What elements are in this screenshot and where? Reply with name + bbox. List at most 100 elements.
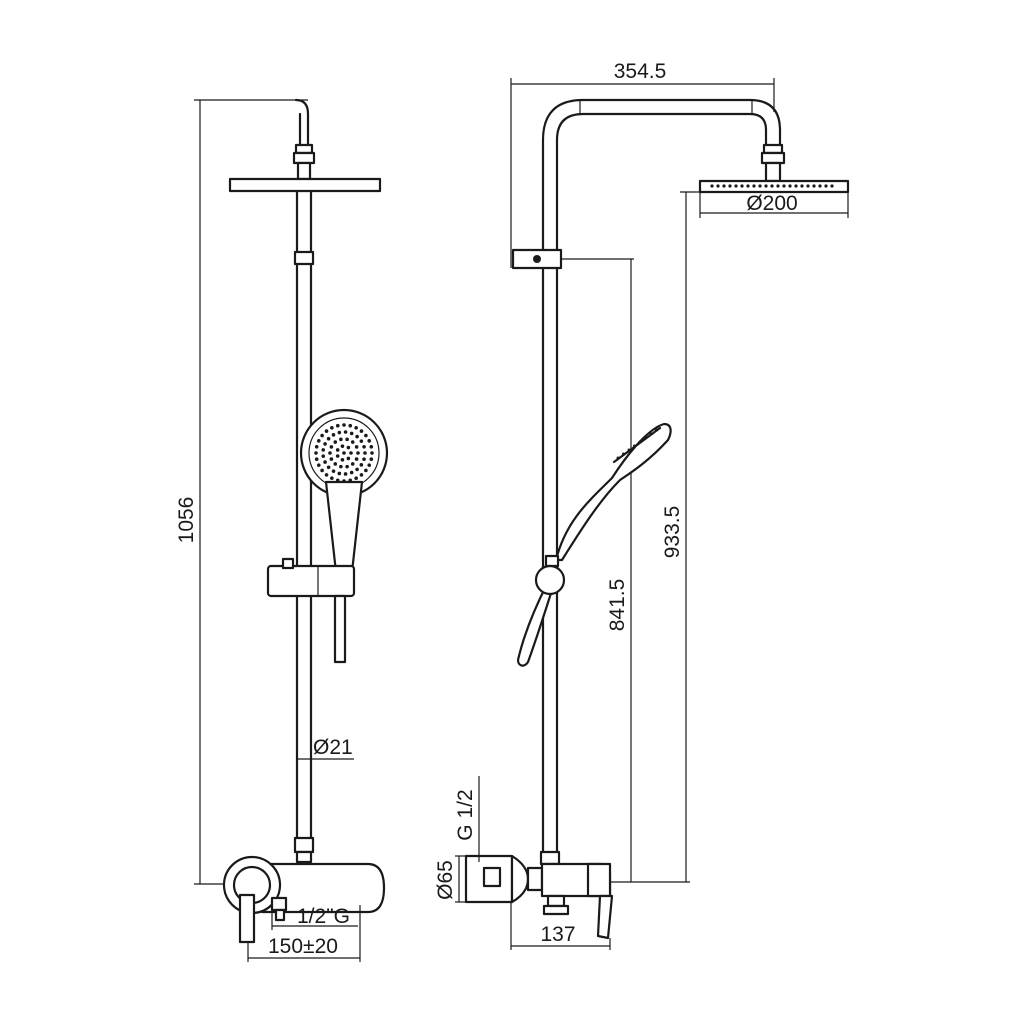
nozzle-dot: [364, 433, 368, 438]
label-head-diameter: Ø200: [746, 192, 797, 215]
dimension-bracket-height: 841.5: [561, 258, 634, 882]
nozzle-dot: [355, 434, 359, 439]
dimension-head-height: 933.5: [580, 191, 700, 883]
side-mixer: [464, 854, 614, 940]
nozzle-dot: [328, 451, 332, 455]
label-inlet-thread-side: G 1/2: [454, 789, 477, 840]
nozzle-dot: [337, 471, 342, 476]
nozzle-dot: [649, 432, 653, 436]
nozzle-dot: [655, 428, 658, 432]
nozzle-dot: [369, 444, 374, 449]
dimension-mixer-depth: 137: [510, 902, 611, 950]
side-view: 354.5 Ø200: [434, 60, 850, 950]
nozzle-dot: [728, 184, 732, 188]
dimension-arm-projection: 354.5: [510, 60, 775, 268]
nozzle-dot: [324, 429, 329, 433]
label-bar-diameter: Ø21: [313, 736, 353, 759]
label-inlet-spacing: 150±20: [268, 935, 338, 958]
nozzle-dot: [345, 464, 349, 469]
dimension-inlet-thread-side: G 1/2: [454, 776, 480, 862]
dimension-total-height: 1056: [175, 99, 308, 885]
nozzle-dot: [716, 184, 720, 188]
nozzle-dot: [350, 462, 355, 466]
nozzle-dot: [622, 452, 625, 456]
label-inlet-thread: 1/2"G: [297, 905, 350, 928]
side-shower-arm: [541, 98, 786, 252]
nozzle-dot: [734, 184, 738, 188]
nozzle-dot: [356, 451, 360, 455]
nozzle-dot: [339, 464, 343, 469]
nozzle-dot: [342, 451, 346, 455]
dimension-inlet-spacing: 150±20: [247, 905, 361, 962]
nozzle-dot: [776, 184, 780, 188]
nozzle-dot: [363, 451, 367, 455]
label-arm-projection: 354.5: [614, 60, 667, 83]
nozzle-dot: [644, 436, 647, 440]
nozzle-dot: [340, 458, 345, 462]
nozzle-dot: [794, 184, 798, 188]
nozzle-dot: [782, 184, 786, 188]
side-hand-shower: [554, 422, 672, 562]
nozzle-dot: [638, 440, 642, 444]
nozzle-dot: [342, 423, 346, 427]
side-arm-clamp: [511, 248, 563, 270]
nozzle-dot: [362, 445, 366, 449]
label-mixer-depth: 137: [540, 923, 575, 946]
hand-shower-nozzles: [616, 428, 658, 460]
nozzle-dot: [764, 184, 768, 188]
label-escutcheon-diameter: Ø65: [434, 860, 457, 900]
nozzle-dot: [323, 460, 327, 464]
nozzle-dot: [346, 456, 351, 461]
nozzle-dot: [350, 440, 355, 444]
nozzle-dot: [758, 184, 762, 188]
nozzle-dot: [818, 184, 822, 188]
dimension-head-diameter: Ø200: [699, 192, 849, 218]
nozzle-dot: [800, 184, 804, 188]
nozzle-dot: [333, 462, 338, 466]
nozzle-dot: [367, 463, 372, 467]
head-nozzles: [710, 184, 834, 188]
nozzle-dot: [354, 425, 358, 430]
nozzle-dot: [824, 184, 828, 188]
nozzle-dot: [326, 465, 331, 470]
nozzle-dot: [788, 184, 792, 188]
nozzle-dot: [321, 454, 326, 458]
nozzle-dot: [329, 445, 334, 449]
nozzle-dot: [812, 184, 816, 188]
nozzle-dot: [326, 436, 331, 441]
front-shower-arm: [292, 98, 316, 181]
nozzle-dot: [710, 184, 714, 188]
nozzle-dot: [330, 476, 334, 481]
nozzle-dot: [320, 433, 324, 438]
nozzle-dot: [329, 457, 334, 461]
nozzle-dot: [331, 433, 336, 437]
nozzle-dot: [746, 184, 750, 188]
nozzle-dot: [314, 444, 319, 449]
nozzle-dot: [316, 439, 321, 443]
nozzle-dot: [359, 439, 364, 443]
nozzle-dot: [740, 184, 744, 188]
nozzle-dot: [722, 184, 726, 188]
nozzle-dot: [364, 468, 368, 473]
front-hose: [333, 594, 347, 664]
nozzle-dot: [346, 445, 351, 450]
nozzle-dot: [369, 457, 374, 462]
nozzle-dot: [323, 442, 327, 446]
nozzle-dot: [359, 429, 364, 433]
nozzle-dot: [330, 425, 334, 430]
nozzle-dot: [359, 473, 364, 477]
nozzle-dot: [752, 184, 756, 188]
nozzle-dot: [314, 451, 318, 455]
front-view: 1056 Ø21: [175, 98, 389, 962]
front-hand-shower: [299, 408, 389, 574]
nozzle-dot: [321, 448, 326, 452]
side-slider-knob: [534, 554, 566, 596]
nozzle-dot: [370, 451, 374, 455]
side-hose: [516, 584, 554, 667]
nozzle-dot: [627, 448, 631, 452]
nozzle-dot: [324, 473, 329, 477]
nozzle-dot: [331, 469, 336, 473]
nozzle-dot: [348, 423, 353, 428]
front-rain-shower-head: [228, 177, 382, 193]
